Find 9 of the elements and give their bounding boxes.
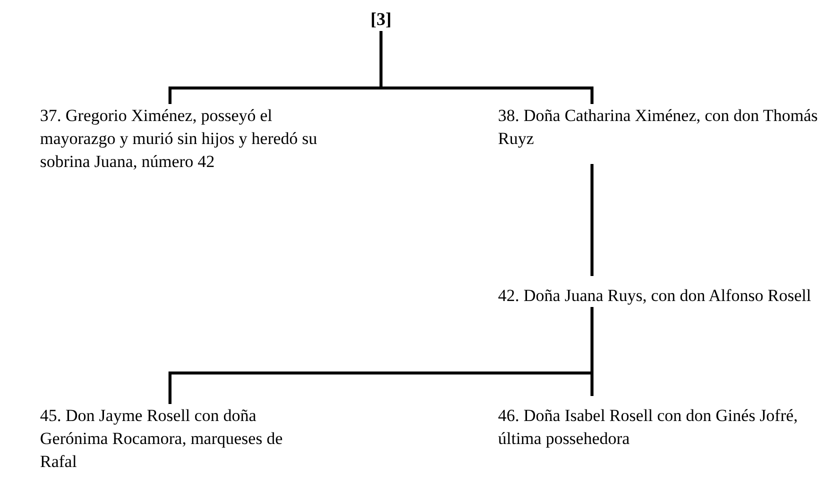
- person-entry: 37. Gregorio Ximénez, posseyó el mayorazgo y murió sin hijos y heredó su sobrina Juana, número 42: [40, 105, 318, 173]
- family-line: [590, 164, 594, 276]
- family-line: [168, 307, 594, 404]
- person-entry: 45. Don Jayme Rosell con doña Gerónima Rocamora, marqueses de Rafal: [40, 405, 284, 473]
- family-line: [380, 31, 594, 104]
- person-entry: 42. Doña Juana Ruys, con don Alfonso Rosell: [498, 285, 812, 307]
- person-entry: 46. Doña Isabel Rosell con don Ginés Jofré, última possehedora: [498, 405, 799, 450]
- person-entry: 38. Doña Catharina Ximénez, con don Thomás Ruyz: [498, 105, 819, 150]
- tree-heading: [3]: [370, 8, 392, 31]
